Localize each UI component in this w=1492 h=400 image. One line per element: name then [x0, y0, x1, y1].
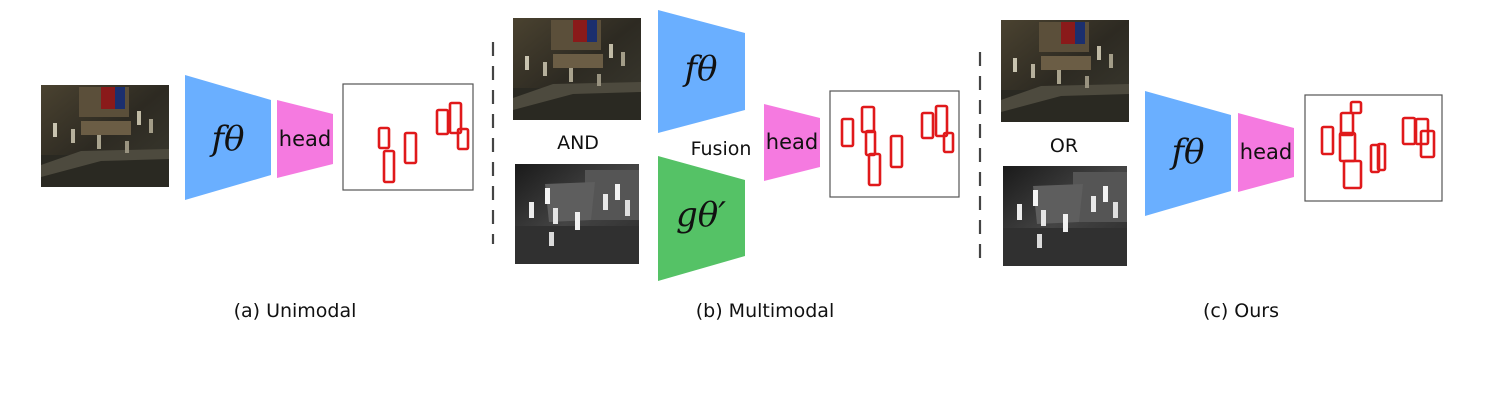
- connector-or: OR: [1050, 135, 1078, 157]
- encoder-f-label-a: fθ: [208, 119, 244, 159]
- panel-ours: OR fθ head (c) Ours: [1001, 20, 1443, 322]
- detection-box: [889, 134, 904, 169]
- detection-box: [867, 152, 882, 187]
- rgb-image-a: [41, 85, 169, 187]
- detection-box: [403, 131, 418, 165]
- rgb-image-b: [513, 18, 641, 120]
- fusion-label: Fusion: [691, 138, 752, 160]
- detection-box: [382, 149, 396, 184]
- encoder-g-label-b: gθ′: [676, 195, 726, 235]
- detection-box: [1376, 142, 1387, 172]
- panel-unimodal: fθ head (a) Unimodal: [41, 75, 474, 322]
- detection-boxes-b: [840, 104, 955, 187]
- detection-box: [456, 127, 470, 151]
- detection-box: [448, 101, 463, 135]
- encoder-g-b: [658, 156, 745, 281]
- head-a: [277, 100, 333, 178]
- detection-box: [934, 104, 949, 138]
- caption-ours: (c) Ours: [1203, 300, 1279, 322]
- caption-unimodal: (a) Unimodal: [234, 300, 357, 322]
- detection-output-a: [342, 83, 474, 191]
- detection-boxes-c: [1320, 100, 1436, 190]
- detection-box: [435, 108, 450, 136]
- rgb-image-c: [1001, 20, 1129, 122]
- detection-box: [1342, 159, 1363, 190]
- encoder-f-label-c: fθ: [1168, 132, 1204, 172]
- thermal-image-c: [1003, 166, 1127, 266]
- head-label-a: head: [279, 127, 331, 151]
- encoder-f-b: [658, 10, 745, 133]
- encoder-f-a: [185, 75, 271, 200]
- head-b: [764, 104, 820, 181]
- head-label-b: head: [766, 130, 818, 154]
- detection-box: [1419, 129, 1436, 159]
- encoder-f-label-b: fθ: [681, 49, 717, 89]
- connector-and: AND: [557, 132, 599, 154]
- detection-box: [1320, 125, 1335, 156]
- detection-box: [1339, 111, 1355, 137]
- detection-box: [942, 131, 955, 154]
- encoder-f-c: [1145, 91, 1231, 216]
- head-c: [1238, 113, 1294, 192]
- detection-box: [377, 126, 391, 150]
- detection-output-c: [1304, 94, 1443, 202]
- thermal-image-b: [515, 164, 639, 264]
- detection-box: [840, 117, 855, 148]
- caption-multimodal: (b) Multimodal: [696, 300, 834, 322]
- detection-box: [1349, 100, 1363, 115]
- panel-multimodal: AND fθ gθ′ Fusion head (b) Multimodal: [513, 10, 960, 322]
- detection-box: [920, 111, 935, 140]
- head-label-c: head: [1240, 140, 1292, 164]
- detection-boxes-a: [377, 101, 470, 184]
- detection-output-b: [829, 90, 960, 198]
